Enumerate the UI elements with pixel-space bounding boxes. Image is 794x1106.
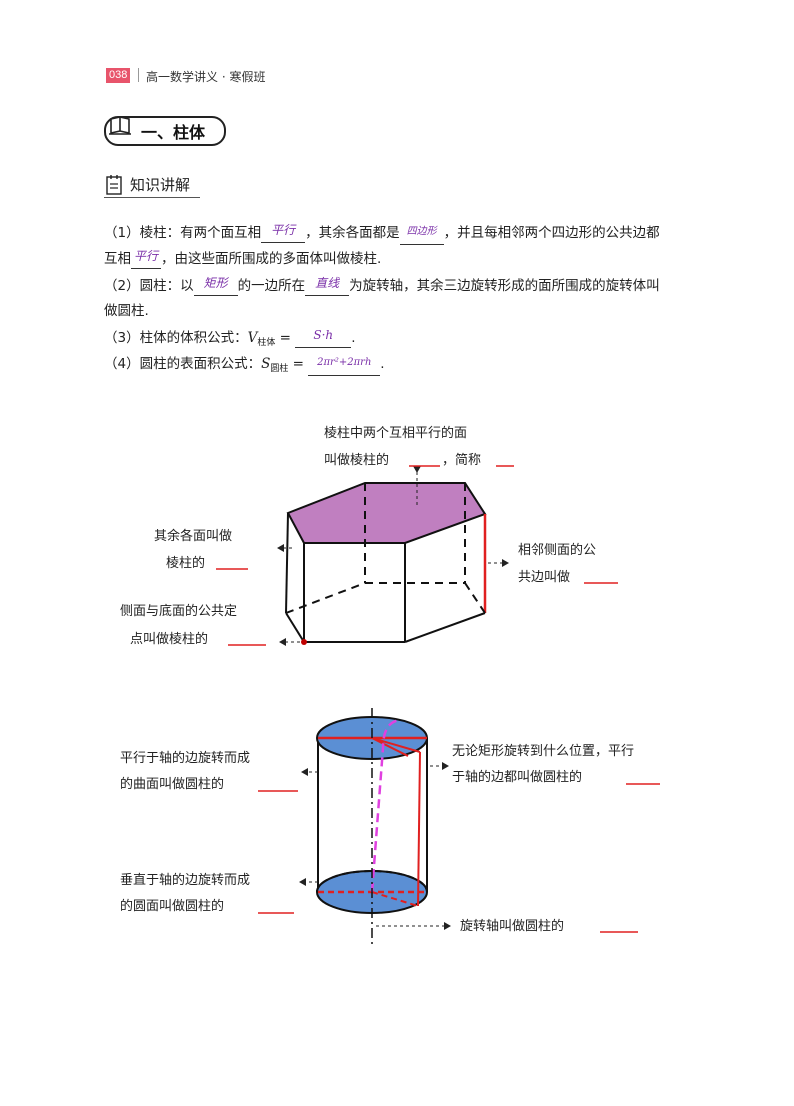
subsection-title: 知识讲解 (130, 176, 191, 194)
header-divider (138, 68, 139, 82)
cylinder-label-right-top-2: 于轴的边都叫做圆柱的 (452, 769, 582, 785)
prism-top-face (286, 482, 487, 544)
prism-label-top-2: 叫做棱柱的 (324, 452, 389, 468)
definition-1-line-2: 互相平行，由这些面所围成的多面体叫做棱柱. (104, 249, 382, 269)
page-number: 038 (106, 68, 131, 83)
definition-2-line-1: （2）圆柱：以矩形的一边所在直线为旋转轴，其余三边旋转形成的面所围成的旋转体叫 (104, 276, 660, 296)
rotating-edge (370, 718, 401, 893)
cylinder-label-left-bottom-1: 垂直于轴的边旋转而成 (120, 872, 250, 888)
cylinder-label-left-top-1: 平行于轴的边旋转而成 (120, 750, 250, 766)
prism-diagram: 棱柱中两个互相平行的面 叫做棱柱的 ，简称 其余各面叫做 棱柱的 相邻侧面的公 … (120, 425, 618, 647)
prism-label-left-1: 其余各面叫做 (154, 528, 232, 544)
prism-label-bottom-2: 点叫做棱柱的 (130, 631, 208, 647)
notes-icon (106, 175, 122, 195)
prism-label-top-1: 棱柱中两个互相平行的面 (324, 425, 467, 441)
cylinder-label-right-bottom: 旋转轴叫做圆柱的 (460, 918, 564, 934)
section-heading-frame (104, 116, 226, 146)
definition-3: （3）柱体的体积公式：V柱体 = S·h. (104, 328, 356, 348)
prism-label-right-1: 相邻侧面的公 (518, 542, 596, 558)
prism-label-right-2: 共边叫做 (518, 570, 570, 585)
header-title: 高一数学讲义 · 寒假班 (146, 70, 266, 84)
subsection-underline (104, 197, 200, 198)
definition-1-line-1: （1）棱柱：有两个面互相平行，其余各面都是四边形，并且每相邻两个四边形的公共边都 (104, 223, 660, 245)
definition-2-line-2: 做圆柱. (104, 303, 149, 319)
section-title: 一、柱体 (141, 123, 206, 142)
prism-label-top-3: ，简称 (442, 452, 481, 468)
prism-label-left-2: 棱柱的 (166, 555, 205, 571)
prism-vertex-dot (301, 639, 307, 645)
book-icon (109, 116, 131, 135)
definition-4: （4）圆柱的表面积公式：S圆柱 = 2πr²+2πrh. (104, 356, 385, 376)
cylinder-label-right-top-1: 无论矩形旋转到什么位置，平行 (452, 744, 634, 759)
cylinder-label-left-bottom-2: 的圆面叫做圆柱的 (120, 898, 224, 914)
prism-label-bottom-1: 侧面与底面的公共定 (120, 603, 237, 619)
cylinder-label-left-top-2: 的曲面叫做圆柱的 (120, 776, 224, 792)
cylinder-diagram: 平行于轴的边旋转而成 的曲面叫做圆柱的 无论矩形旋转到什么位置，平行 于轴的边都… (120, 708, 660, 948)
